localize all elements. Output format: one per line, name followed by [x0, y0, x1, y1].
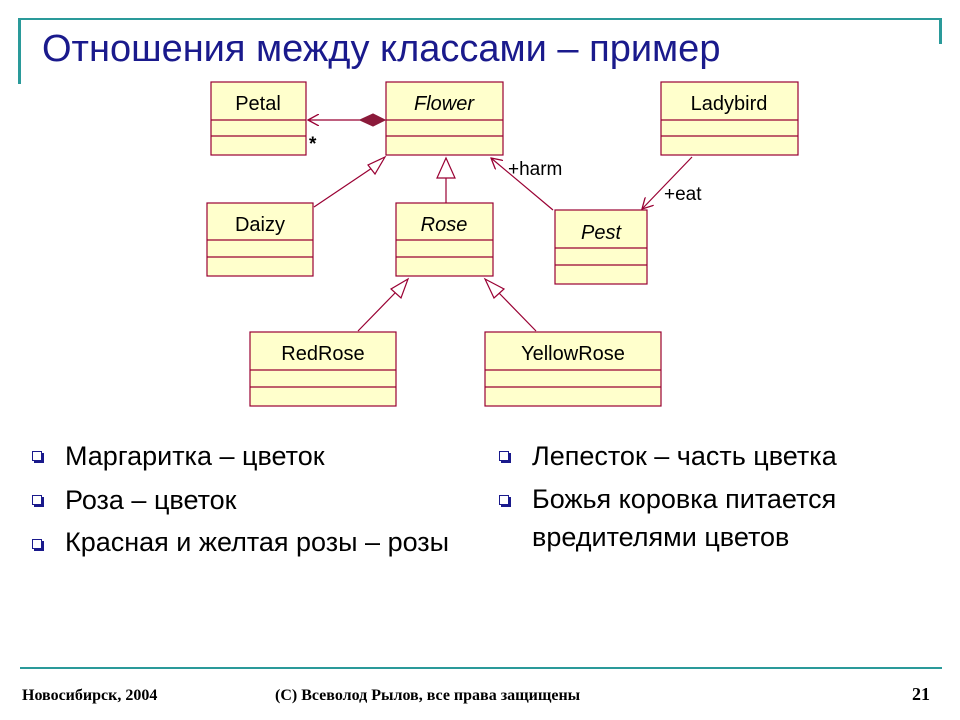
multiplicity-label: *: [309, 134, 317, 155]
title-vertical-bar: [18, 18, 21, 84]
right-vertical-bar: [939, 18, 942, 44]
footer-rule: [20, 667, 942, 669]
class-petal: Petal: [210, 81, 307, 156]
class-yellowrose-name: YellowRose: [521, 343, 625, 365]
redrose-generalization-head: [389, 277, 410, 300]
eat-label: +eat: [664, 184, 702, 205]
class-ladybird-name: Ladybird: [691, 93, 768, 115]
bullet-square-icon: [499, 451, 509, 461]
class-flower: Flower: [385, 81, 504, 156]
redrose-generalization-line: [357, 292, 396, 332]
yellowrose-generalization-line: [498, 292, 537, 332]
rose-generalization-head: [436, 156, 456, 179]
class-pest-name: Pest: [581, 222, 622, 244]
page-title: Отношения между классами – пример: [42, 28, 721, 70]
class-yellowrose: YellowRose: [484, 331, 662, 407]
composition-diamond: [358, 113, 387, 127]
bullet-item: Маргаритка – цветок: [28, 436, 468, 476]
class-daizy: Daizy: [206, 202, 314, 277]
bullet-item: Роза – цветок: [28, 480, 468, 520]
class-rose: Rose: [395, 202, 494, 277]
class-pest: Pest: [554, 209, 648, 285]
class-redrose-name: RedRose: [281, 343, 364, 365]
class-flower-name: Flower: [414, 93, 475, 115]
bullet-square-icon: [499, 495, 509, 505]
top-rule: [20, 18, 942, 20]
daizy-generalization-head: [367, 155, 387, 176]
bullet-list-right: Лепесток – часть цветка Божья коровка пи…: [495, 436, 915, 560]
bullet-square-icon: [32, 539, 42, 549]
bullet-item: Лепесток – часть цветка: [495, 436, 915, 476]
bullet-item: Божья коровка питается вредителями цвето…: [495, 480, 915, 556]
class-daizy-name: Daizy: [235, 214, 285, 236]
page-number: 21: [912, 684, 930, 704]
relationships: [308, 113, 693, 332]
footer-location: Новосибирск, 2004: [22, 687, 158, 704]
class-redrose: RedRose: [249, 331, 397, 407]
eat-association-line: [642, 156, 693, 209]
daizy-generalization-line: [313, 167, 373, 208]
bullet-text: Лепесток – часть цветка: [532, 441, 837, 471]
class-rose-name: Rose: [421, 214, 468, 236]
harm-label: +harm: [508, 159, 562, 180]
bullet-square-icon: [32, 495, 42, 505]
bullet-list-left: Маргаритка – цветок Роза – цветок Красна…: [28, 436, 468, 564]
class-petal-name: Petal: [235, 93, 281, 115]
harm-association-line: [491, 158, 554, 211]
class-ladybird: Ladybird: [660, 81, 799, 156]
footer-copyright: (C) Всеволод Рылов, все права защищены: [275, 687, 581, 704]
bullet-text: Божья коровка питается вредителями цвето…: [532, 484, 837, 552]
bullet-text: Маргаритка – цветок: [65, 441, 325, 471]
bullet-text: Красная и желтая розы – розы: [65, 527, 450, 557]
bullet-square-icon: [32, 451, 42, 461]
bullet-item: Красная и желтая розы – розы: [28, 524, 468, 560]
bullet-text: Роза – цветок: [65, 485, 237, 515]
yellowrose-generalization-head: [483, 277, 506, 299]
